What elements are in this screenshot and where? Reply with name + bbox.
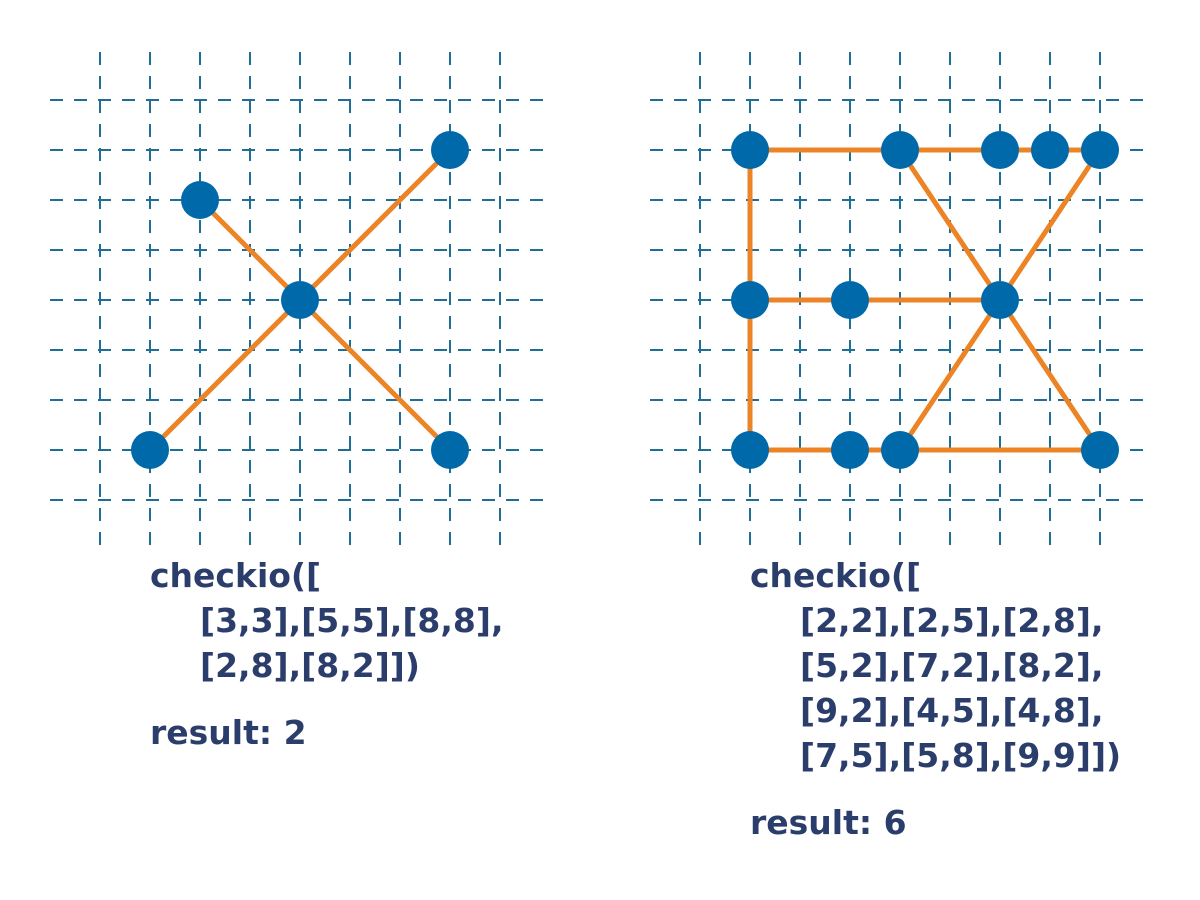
left-point-node	[131, 431, 169, 469]
right-code-line-2: [2,2],[2,5],[2,8],	[800, 601, 1103, 640]
right-point-node	[981, 131, 1019, 169]
right-code-line-4: [9,2],[4,5],[4,8],	[800, 691, 1103, 730]
right-point-node	[881, 131, 919, 169]
left-point-node	[281, 281, 319, 319]
left-result: result: 2	[150, 713, 307, 752]
left-point-node	[181, 181, 219, 219]
right-point-node	[1081, 431, 1119, 469]
right-panel: checkio([ [2,2],[2,5],[2,8], [5,2],[7,2]…	[650, 52, 1150, 842]
right-point-node	[1081, 131, 1119, 169]
right-result: result: 6	[750, 803, 907, 842]
right-code-line-1: checkio([	[750, 556, 921, 595]
left-code-line-2: [3,3],[5,5],[8,8],	[200, 601, 503, 640]
left-code-line-1: checkio([	[150, 556, 321, 595]
left-panel: checkio([ [3,3],[5,5],[8,8], [2,8],[8,2]…	[50, 52, 550, 752]
right-nodes	[731, 131, 1119, 469]
right-point-node	[731, 131, 769, 169]
left-connection-line	[197, 197, 453, 453]
right-point-node	[881, 431, 919, 469]
right-code: checkio([ [2,2],[2,5],[2,8], [5,2],[7,2]…	[750, 556, 1121, 842]
right-point-node	[731, 281, 769, 319]
left-nodes	[131, 131, 469, 469]
left-code: checkio([ [3,3],[5,5],[8,8], [2,8],[8,2]…	[150, 556, 503, 752]
right-point-node	[831, 281, 869, 319]
left-point-node	[431, 431, 469, 469]
right-point-node	[1031, 131, 1069, 169]
right-point-node	[731, 431, 769, 469]
left-code-line-3: [2,8],[8,2]])	[200, 646, 420, 685]
right-point-node	[831, 431, 869, 469]
right-edges	[747, 147, 1103, 453]
right-point-node	[981, 281, 1019, 319]
right-code-line-5: [7,5],[5,8],[9,9]])	[800, 736, 1121, 775]
left-point-node	[431, 131, 469, 169]
right-code-line-3: [5,2],[7,2],[8,2],	[800, 646, 1103, 685]
